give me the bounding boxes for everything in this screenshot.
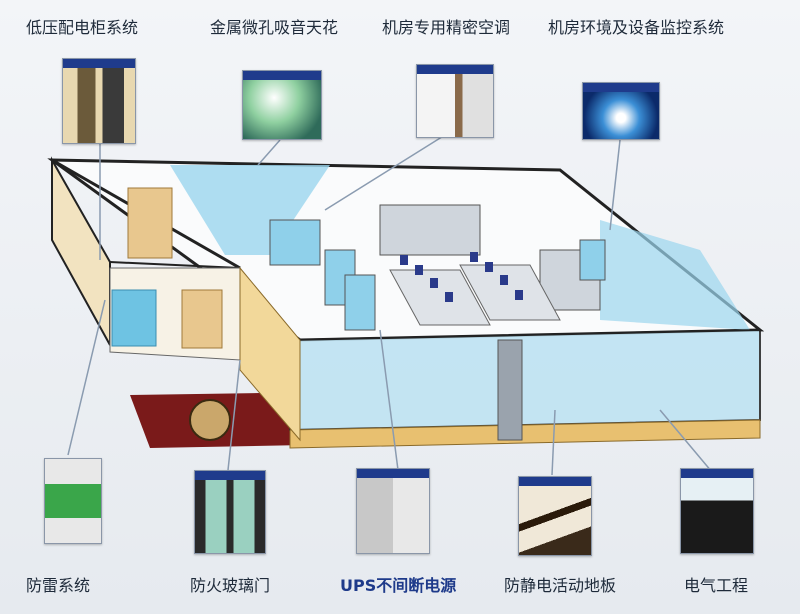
metal-ceiling-photo <box>242 70 322 140</box>
callout-lines <box>67 134 713 476</box>
monitors <box>400 252 523 302</box>
lightning-protector-photo <box>44 458 102 544</box>
front-glass-wall <box>289 328 761 432</box>
label-metal-ceiling: 金属微孔吸音天花 <box>210 18 339 37</box>
side-wall <box>239 266 301 442</box>
electrical-photo <box>680 468 754 554</box>
low-voltage-cabinet-photo <box>62 58 136 144</box>
label-fire-door: 防火玻璃门 <box>190 576 271 595</box>
ceiling-glass-left <box>170 165 330 255</box>
door-back <box>127 187 173 259</box>
desks <box>389 264 561 326</box>
label-lightning: 防雷系统 <box>26 576 91 595</box>
label-ups: UPS不间断电源 <box>340 576 457 595</box>
ups-photo <box>356 468 430 554</box>
blue-cabinet <box>111 289 157 347</box>
raised-floor-photo <box>518 476 592 556</box>
label-env-monitor: 机房环境及设备监控系统 <box>548 18 725 37</box>
label-precision-ac: 机房专用精密空调 <box>382 18 511 37</box>
front-base <box>289 419 761 449</box>
env-monitor-photo <box>582 82 660 140</box>
fire-door-photo <box>194 470 266 554</box>
equipment-racks <box>269 204 606 331</box>
ceiling-glass-right <box>600 220 750 330</box>
label-low-voltage: 低压配电柜系统 <box>26 18 139 37</box>
label-raised-floor: 防静电活动地板 <box>504 576 617 595</box>
precision-ac-photo <box>416 64 494 138</box>
door-inner <box>181 289 223 349</box>
label-electrical: 电气工程 <box>684 576 749 595</box>
